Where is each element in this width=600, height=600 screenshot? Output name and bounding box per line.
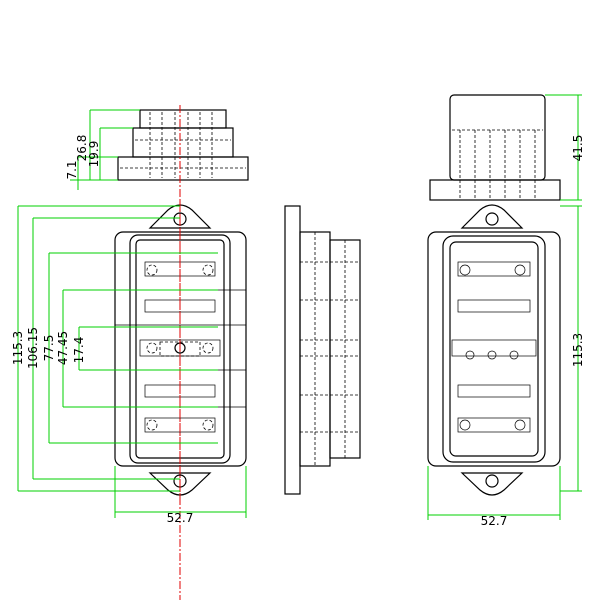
dim-115-3-left: 115.3 xyxy=(11,331,25,365)
right-elevation-view: 41.5 xyxy=(429,94,585,201)
dim-19-9: 19.9 xyxy=(87,141,101,168)
dim-41-5: 41.5 xyxy=(571,135,585,162)
dim-106-15: 106.15 xyxy=(26,327,40,369)
right-plan-view: 115.3 52.7 xyxy=(427,204,585,528)
top-elevation-view xyxy=(117,105,249,600)
dim-77-5: 77.5 xyxy=(42,335,56,362)
dim-52-7-left: 52.7 xyxy=(167,511,194,525)
dim-52-7-right: 52.7 xyxy=(481,514,508,528)
side-view xyxy=(284,205,361,495)
front-plan-view xyxy=(114,200,247,505)
dim-115-3-right: 115.3 xyxy=(571,333,585,367)
front-plan-dimensions: 115.3 106.15 77.5 47.45 17.4 52.7 xyxy=(11,205,247,525)
dim-26-8: 26.8 xyxy=(75,135,89,162)
dim-47-45: 47.45 xyxy=(56,331,70,365)
dim-17-4: 17.4 xyxy=(72,337,86,364)
dim-7-1: 7.1 xyxy=(65,160,79,179)
top-elevation-dimensions: 26.8 19.9 7.1 xyxy=(65,109,140,190)
